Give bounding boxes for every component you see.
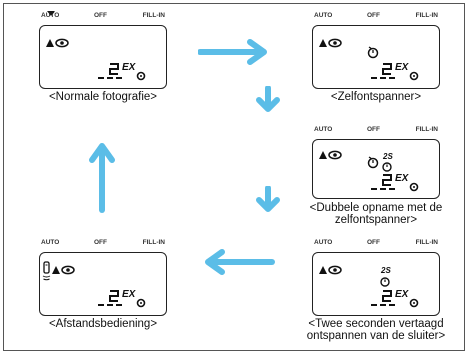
timer-2s-label: 2S (382, 152, 393, 161)
lcd-display: 2S EX (312, 139, 440, 199)
caption-double-line1: <Dubbele opname met de (309, 202, 443, 214)
mode-fillin-label: FILL-IN (142, 239, 165, 246)
caption-two-sec-line2: ontspannen van de sluiter> (306, 330, 446, 342)
mode-off-label: OFF (367, 126, 380, 133)
flash-triangle-icon (319, 266, 327, 274)
film-counter-icon: EX (371, 62, 419, 81)
mode-auto-label: AUTO (41, 239, 60, 246)
self-timer-icon (367, 156, 379, 169)
red-eye-icon (55, 38, 69, 48)
arrow-up-icon (89, 143, 115, 213)
flash-triangle-icon (319, 39, 327, 47)
mode-off-label: OFF (94, 12, 107, 19)
mode-off-label: OFF (367, 239, 380, 246)
timer-2s-label: 2S (380, 266, 391, 275)
mode-off-label: OFF (367, 12, 380, 19)
mode-off-label: OFF (94, 239, 107, 246)
mode-fillin-label: FILL-IN (415, 126, 438, 133)
mode-labels: AUTO OFF FILL-IN (39, 11, 167, 24)
red-eye-icon (61, 265, 75, 275)
self-timer-icon (382, 162, 392, 172)
lcd-display: EX (39, 25, 167, 89)
mode-labels: AUTO OFF FILL-IN (39, 239, 167, 251)
flash-triangle-icon (319, 151, 327, 159)
caption-self-timer: <Zelfontspanner> (330, 91, 422, 103)
remote-control-icon (42, 261, 51, 281)
panel-remote: AUTO OFF FILL-IN EX <Afstandsbediening> (39, 239, 167, 335)
mode-auto-label: AUTO (314, 126, 333, 133)
arrow-down-icon (256, 186, 280, 212)
mode-auto-label: AUTO (314, 12, 333, 19)
mode-fillin-label: FILL-IN (415, 239, 438, 246)
flash-triangle-icon (46, 39, 54, 47)
red-eye-icon (328, 38, 342, 48)
film-counter-icon: EX (98, 289, 146, 308)
mode-pointer-icon (47, 11, 55, 16)
mode-labels: AUTO OFF FILL-IN (312, 126, 440, 138)
arrow-left-icon (205, 249, 275, 275)
mode-auto-label: AUTO (314, 239, 333, 246)
lcd-display: 2S EX (312, 252, 440, 316)
arrow-right-icon (198, 39, 267, 65)
red-eye-icon (328, 150, 342, 160)
lcd-display: EX (312, 25, 440, 89)
self-timer-icon (367, 46, 379, 59)
panel-self-timer: AUTO OFF FILL-IN EX <Zelfontspanner> (312, 12, 440, 108)
panel-normal: AUTO OFF FILL-IN EX <Normale fotografie> (39, 11, 167, 108)
lcd-ex-label: EX (122, 289, 137, 300)
lcd-ex-label: EX (395, 62, 410, 73)
mode-labels: AUTO OFF FILL-IN (312, 239, 440, 251)
lcd-ex-label: EX (395, 289, 410, 300)
self-timer-icon (380, 277, 390, 287)
caption-normal: <Normale fotografie> (48, 91, 158, 103)
red-eye-icon (328, 265, 342, 275)
mode-fillin-label: FILL-IN (415, 12, 438, 19)
mode-fillin-label: FILL-IN (142, 12, 165, 19)
caption-double-line2: zelfontspanner> (334, 214, 418, 226)
panel-double: AUTO OFF FILL-IN 2S EX <Dubbele opname m… (310, 126, 443, 236)
caption-remote: <Afstandsbediening> (48, 318, 158, 330)
lcd-ex-label: EX (122, 62, 137, 73)
arrow-down-icon (256, 86, 280, 112)
panel-two-sec: AUTO OFF FILL-IN 2S EX <Twee seconden ve… (307, 239, 445, 349)
lcd-display: EX (39, 252, 167, 316)
mode-labels: AUTO OFF FILL-IN (312, 12, 440, 24)
film-counter-icon: EX (371, 173, 419, 192)
diagram-frame (3, 3, 465, 351)
lcd-ex-label: EX (395, 173, 410, 184)
film-counter-icon: EX (371, 289, 419, 308)
flash-triangle-icon (52, 266, 60, 274)
film-counter-icon: EX (98, 62, 146, 81)
caption-two-sec-line1: <Twee seconden vertaagd (308, 318, 444, 330)
